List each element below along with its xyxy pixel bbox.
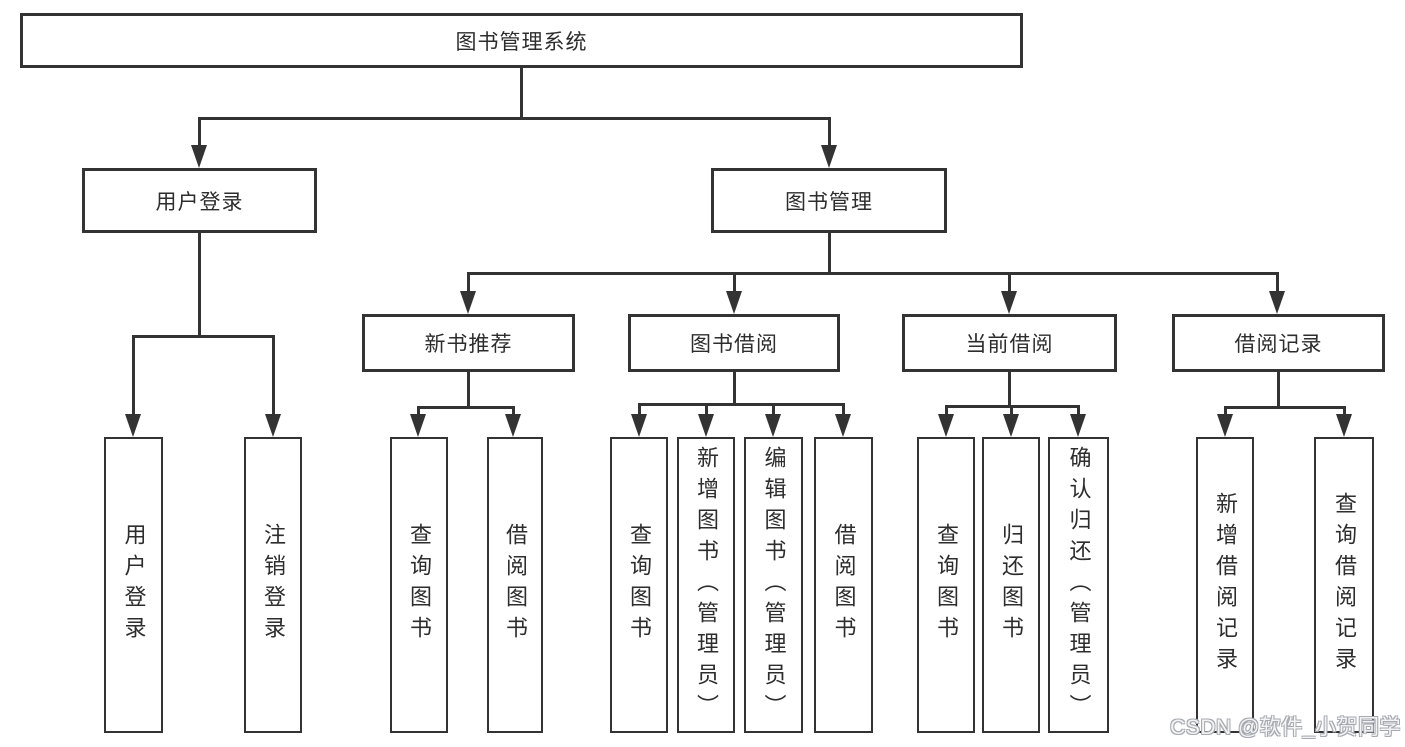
arrowhead-down-icon (765, 414, 781, 437)
arrow-shaft (416, 407, 420, 417)
arrow-shaft (841, 404, 845, 417)
arrow-shaft (704, 404, 708, 417)
node-label: 注销登录 (261, 523, 286, 647)
node-label: 图书管理 (785, 190, 873, 214)
leaf-add-borrow-record: 新增借阅记录 (1196, 437, 1254, 733)
connector-line (732, 372, 736, 404)
connector-line (519, 68, 523, 118)
node-user-login: 用户登录 (82, 168, 317, 233)
arrowhead-down-icon (835, 414, 851, 437)
arrowhead-down-icon (1217, 414, 1233, 437)
node-label: 图书管理系统 (455, 30, 588, 54)
arrow-shaft (466, 273, 470, 294)
leaf-edit-book-admin: 编辑图书（管理员） (744, 437, 803, 733)
node-new-book-recommend: 新书推荐 (362, 314, 575, 372)
connector-line (1007, 372, 1011, 406)
arrow-shaft (637, 404, 641, 417)
connector-line (466, 271, 1279, 275)
node-label: 编辑图书（管理员） (761, 445, 787, 725)
arrow-shaft (1275, 273, 1279, 294)
node-label: 借阅记录 (1234, 333, 1323, 356)
node-label: 查询图书 (627, 523, 652, 647)
arrow-shaft (1009, 406, 1013, 417)
leaf-confirm-return-admin: 确认归还（管理员） (1048, 437, 1109, 733)
leaf-logout: 注销登录 (244, 437, 302, 733)
arrowhead-down-icon (265, 414, 281, 437)
node-label: 借阅图书 (831, 523, 857, 647)
arrowhead-down-icon (726, 291, 742, 314)
node-book-management: 图书管理 (711, 168, 947, 233)
node-label: 借阅图书 (503, 523, 528, 647)
arrow-shaft (944, 406, 948, 417)
arrow-shaft (511, 407, 515, 417)
arrow-shaft (771, 404, 775, 417)
arrowhead-down-icon (125, 414, 141, 437)
connector-line (416, 405, 515, 409)
arrow-shaft (732, 273, 736, 294)
leaf-add-book-admin: 新增图书（管理员） (677, 437, 735, 733)
arrow-shaft (827, 118, 831, 148)
arrowhead-down-icon (1070, 414, 1086, 437)
connector-line (637, 402, 845, 406)
connector-line (1223, 405, 1346, 409)
arrowhead-down-icon (698, 414, 714, 437)
arrowhead-down-icon (938, 414, 954, 437)
arrowhead-down-icon (1001, 291, 1017, 314)
arrowhead-down-icon (460, 291, 476, 314)
leaf-return-book: 归还图书 (982, 437, 1040, 733)
arrow-shaft (131, 336, 135, 417)
connector-line (827, 233, 831, 273)
node-label: 用户登录 (155, 190, 244, 214)
node-label: 归还图书 (999, 523, 1024, 647)
arrowhead-down-icon (631, 414, 647, 437)
leaf-query-book-current: 查询图书 (917, 437, 975, 733)
node-label: 用户登录 (121, 523, 147, 647)
leaf-query-book-borrowing: 查询图书 (610, 437, 668, 733)
arrowhead-down-icon (1269, 291, 1285, 314)
node-library-system: 图书管理系统 (20, 13, 1023, 68)
node-label: 查询借阅记录 (1332, 492, 1357, 678)
node-current-borrowing: 当前借阅 (902, 314, 1117, 372)
node-label: 确认归还（管理员） (1066, 445, 1092, 725)
node-label: 查询图书 (934, 523, 959, 647)
node-label: 查询图书 (407, 523, 432, 647)
leaf-borrow-book: 借阅图书 (814, 437, 873, 733)
arrowhead-down-icon (1003, 414, 1019, 437)
node-label: 新书推荐 (424, 333, 513, 356)
arrow-shaft (1342, 407, 1346, 417)
arrow-shaft (1076, 406, 1080, 417)
node-label: 新增图书（管理员） (694, 445, 719, 725)
node-borrow-records: 借阅记录 (1172, 314, 1385, 372)
leaf-user-login: 用户登录 (104, 437, 163, 733)
connector-line (466, 372, 470, 407)
leaf-query-book-recommend: 查询图书 (390, 437, 448, 733)
arrowhead-down-icon (410, 414, 426, 437)
arrowhead-down-icon (191, 145, 207, 168)
connector-line (197, 116, 831, 120)
arrow-shaft (1007, 273, 1011, 294)
node-label: 当前借阅 (965, 333, 1054, 356)
arrowhead-down-icon (505, 414, 521, 437)
arrow-shaft (271, 336, 275, 417)
arrow-shaft (1223, 407, 1227, 417)
node-book-borrowing: 图书借阅 (628, 314, 840, 372)
connector-line (197, 233, 201, 336)
connector-line (1276, 372, 1280, 407)
arrow-shaft (197, 118, 201, 148)
leaf-query-borrow-record: 查询借阅记录 (1314, 437, 1374, 733)
csdn-watermark: CSDN @软件_小贺同学 (1170, 716, 1401, 739)
node-label: 新增借阅记录 (1213, 492, 1238, 678)
arrowhead-down-icon (1336, 414, 1352, 437)
connector-line (131, 334, 275, 338)
leaf-borrow-book-recommend: 借阅图书 (487, 437, 543, 733)
node-label: 图书借阅 (690, 333, 778, 356)
arrowhead-down-icon (821, 145, 837, 168)
